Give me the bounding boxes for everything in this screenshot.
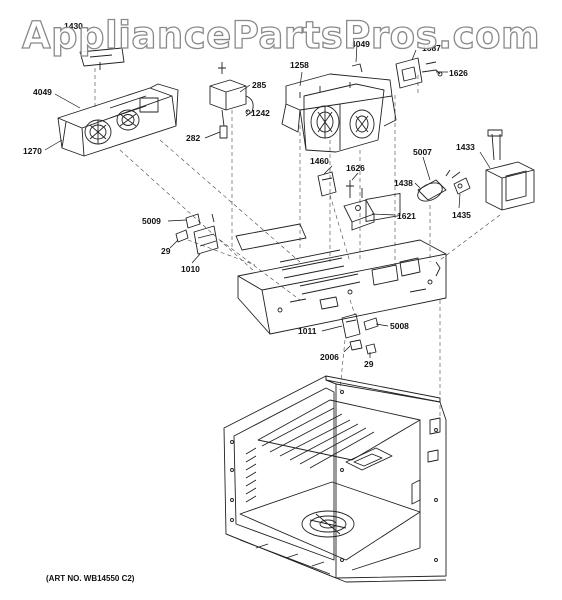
callout-282: 282 [186,133,200,143]
callout-1430: 1430 [64,21,83,31]
callout-1621: 1621 [397,211,416,221]
capacitor-assembly [417,169,471,202]
callout-4049: 4049 [351,39,370,49]
control-components-center [317,171,375,231]
callout-285: 285 [252,80,266,90]
callout-5008: 5008 [390,321,409,331]
blower-assembly-left [57,47,179,157]
callout-1242: 1242 [251,108,270,118]
callout-1626: 1626 [346,163,365,173]
part-callouts: 1430 4049 1270 285 1242 282 1258 4049 16… [23,21,475,369]
door-latch-switch-right [341,313,379,355]
leader-lines [44,30,491,358]
callout-2006: 2006 [320,352,339,362]
assembly-guide-lines [94,68,501,420]
callout-1433: 1433 [456,142,475,152]
callout-29: 29 [364,359,374,369]
callout-1626: 1626 [449,68,468,78]
callout-1270: 1270 [23,146,42,156]
oven-cavity [223,375,447,583]
callout-1438: 1438 [394,178,413,188]
callout-1011: 1011 [298,326,317,336]
interlock-base-plate [235,193,447,335]
callout-5007: 5007 [413,147,432,157]
bracket-assembly-top-right [351,57,443,89]
door-latch-switch-left [175,213,219,255]
callout-1460: 1460 [310,156,329,166]
callout-1258: 1258 [290,60,309,70]
callout-1687: 1687 [422,43,441,53]
callout-1435: 1435 [452,210,471,220]
callout-4049: 4049 [33,87,52,97]
callout-29: 29 [161,246,171,256]
callout-5009: 5009 [142,216,161,226]
callout-1010: 1010 [181,264,200,274]
relay-switch-assembly [209,62,254,139]
transformer [485,129,535,211]
art-number-caption: (ART NO. WB14550 C2) [46,574,135,583]
fan-duct-assembly [281,73,397,153]
